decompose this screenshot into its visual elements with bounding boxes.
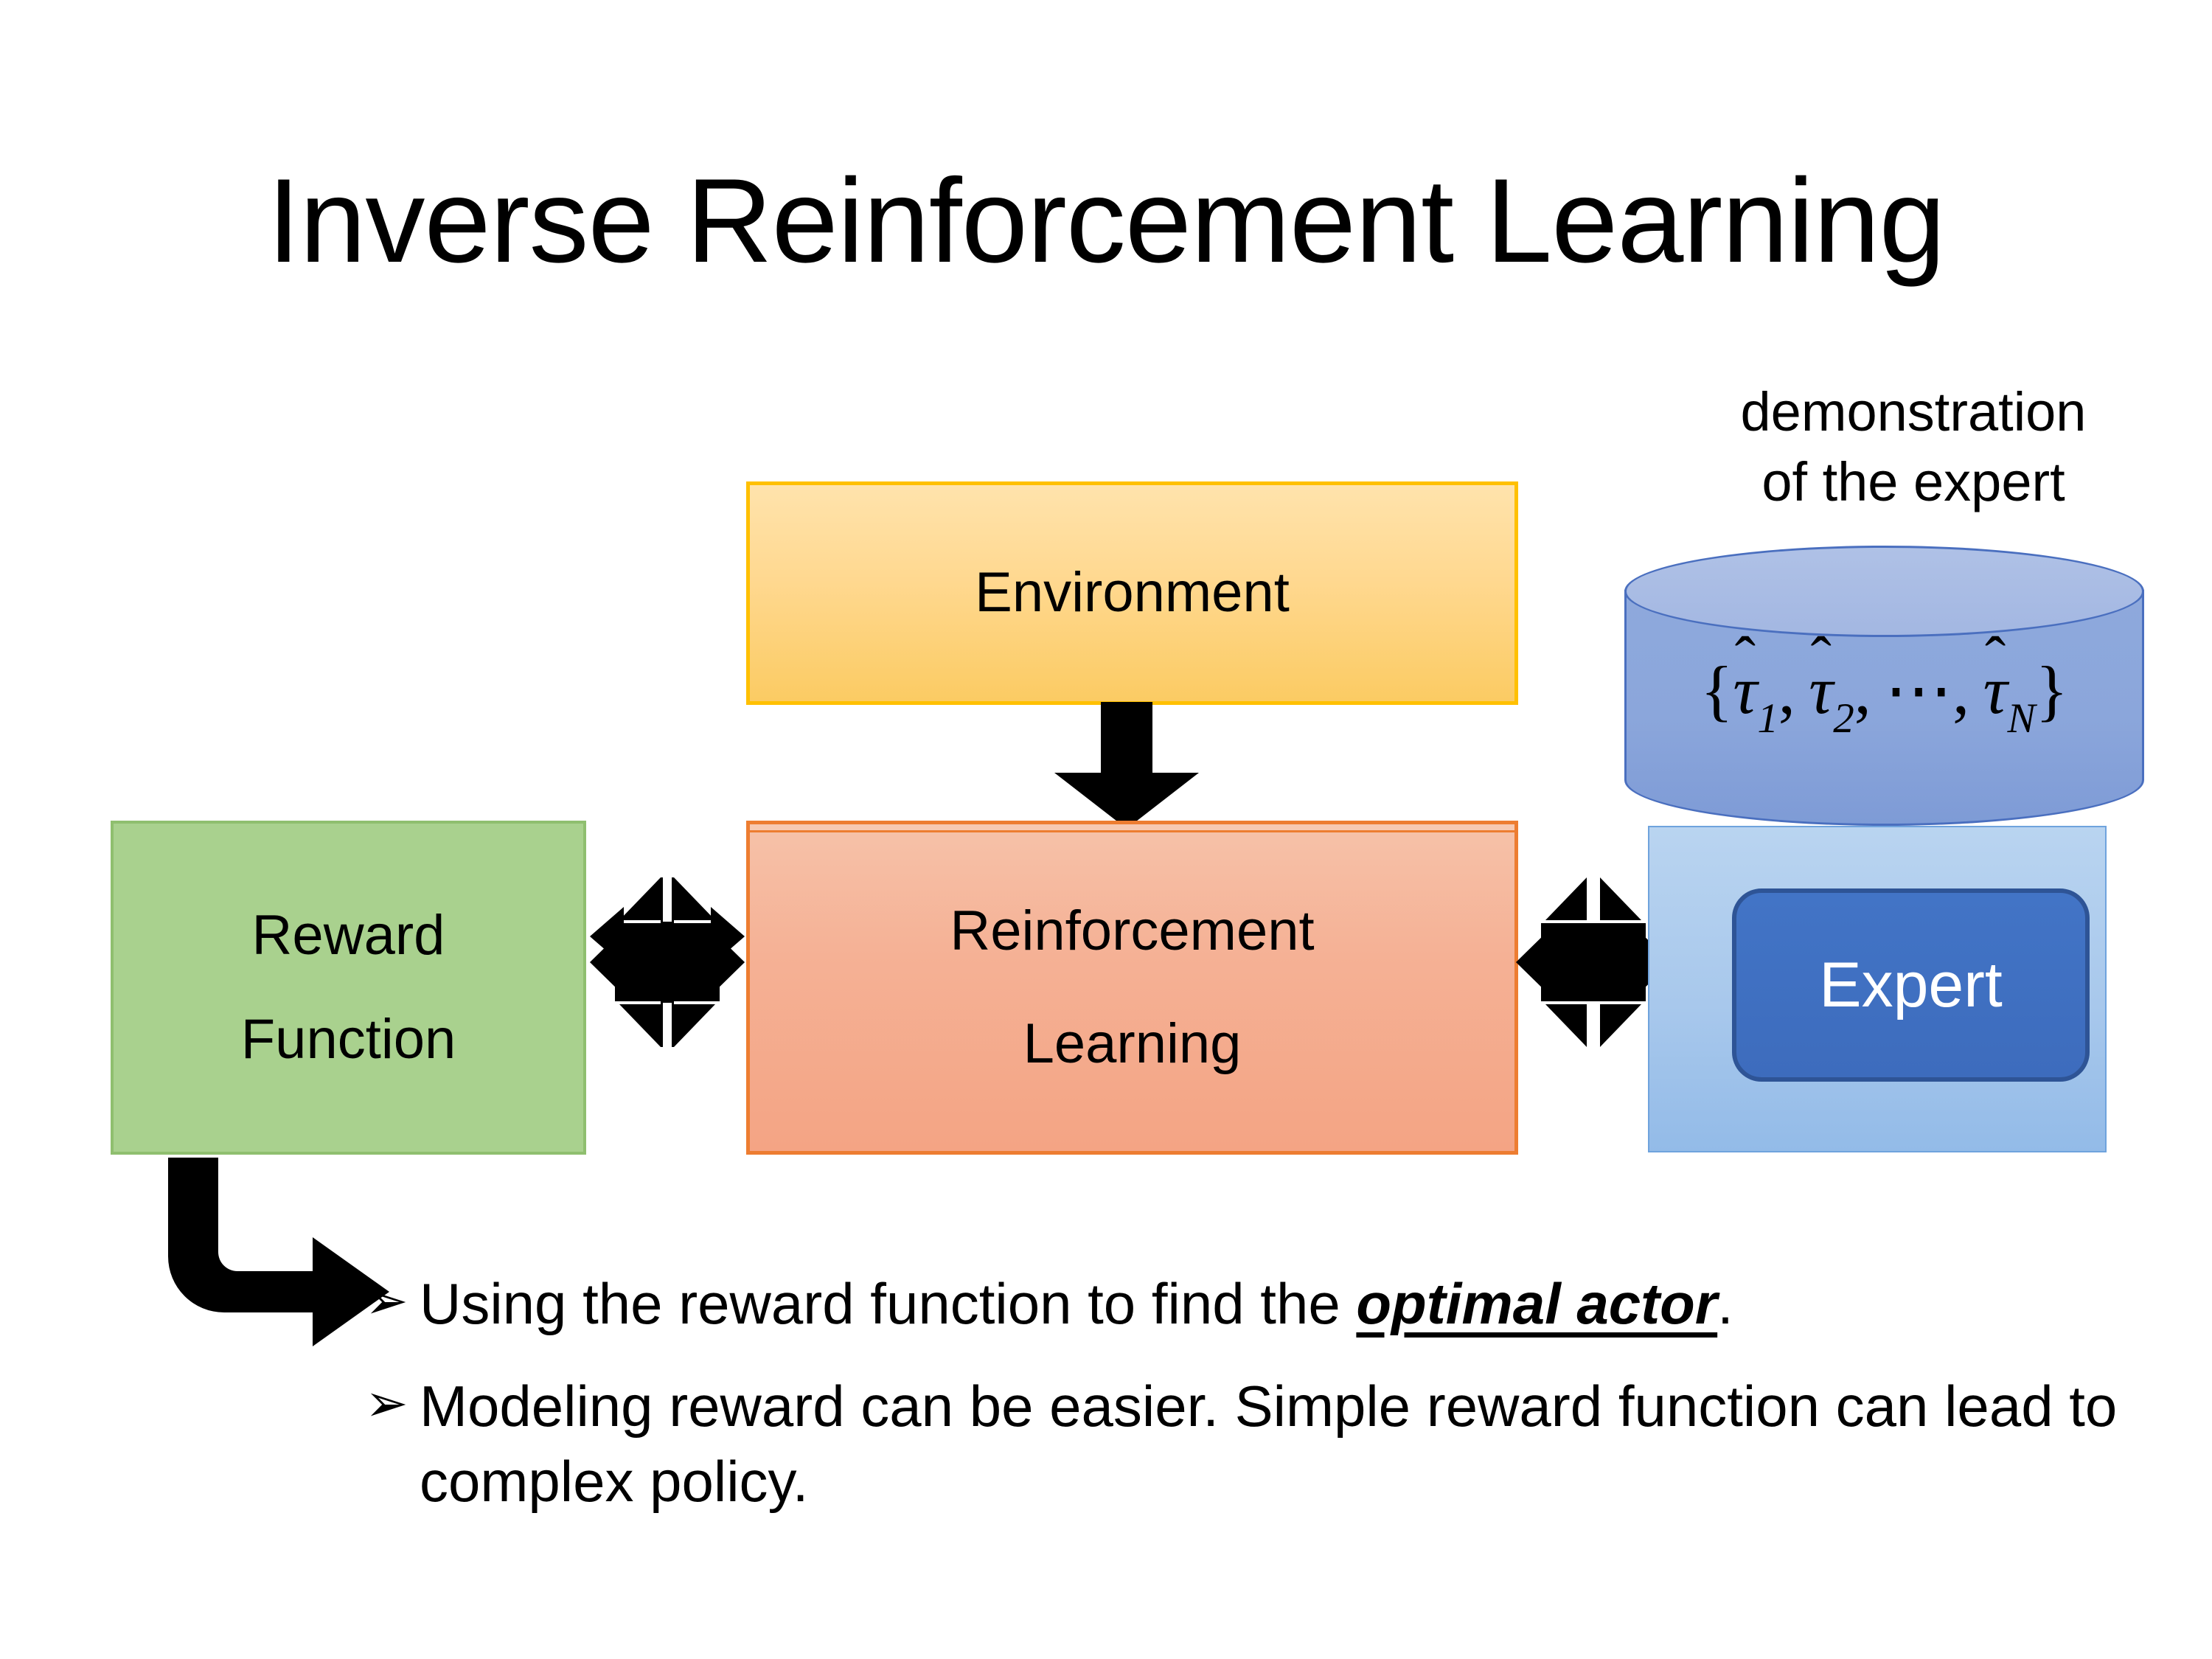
bullet-list: ➢ Using the reward function to find the … (365, 1267, 2120, 1547)
tau-hat-n: τ̂ (1983, 656, 2008, 724)
bullet-text-1: Using the reward function to find the op… (420, 1267, 2120, 1341)
expert-label: Expert (1819, 949, 2003, 1020)
environment-box[interactable]: Environment (746, 481, 1518, 705)
tau-hat-2: τ̂ (1809, 656, 1833, 724)
environment-label: Environment (975, 561, 1290, 625)
bullet-1-emphasis: optimal actor (1356, 1271, 1718, 1336)
demonstration-caption-line1: demonstration (1740, 381, 2087, 442)
formula-ellipsis: ⋯ (1885, 653, 1953, 728)
cylinder-top-ellipse (1624, 546, 2144, 637)
formula-close-brace: } (2035, 653, 2068, 728)
tau-symbol-2: τ (1809, 653, 1834, 728)
list-item: ➢ Modeling reward can be easier. Simple … (365, 1369, 2120, 1519)
tau-symbol-1: τ (1733, 653, 1758, 728)
tau-subscript-1: 1 (1757, 695, 1778, 742)
page-title: Inverse Reinforcement Learning (267, 154, 1945, 288)
formula-comma-2: , (1854, 653, 1871, 728)
bent-arrow-icon (168, 1158, 389, 1346)
tau-symbol-n: τ (1983, 653, 2008, 728)
bullet-1-text-after: . (1717, 1271, 1733, 1336)
tau-hat-1: τ̂ (1733, 656, 1757, 724)
bullet-1-text-before: Using the reward function to find the (420, 1271, 1357, 1336)
tau-subscript-n: N (2007, 695, 2036, 742)
bullet-arrowhead-icon: ➢ (365, 1272, 408, 1329)
tau-subscript-2: 2 (1833, 695, 1854, 742)
bullet-arrowhead-icon: ➢ (365, 1374, 408, 1433)
four-way-arrow-icon-left (590, 877, 745, 1047)
reward-label-line1: Reward (251, 904, 445, 967)
demonstration-caption-line2: of the expert (1761, 451, 2065, 512)
formula-comma-1: , (1778, 653, 1795, 728)
rl-label-line1: Reinforcement (950, 900, 1315, 963)
reward-function-box[interactable]: Reward Function (111, 821, 586, 1155)
rl-label-line2: Learning (1023, 1012, 1242, 1075)
formula-open-brace: { (1700, 653, 1733, 728)
arrow-down-icon (1054, 702, 1199, 829)
four-way-arrow-icon-right (1516, 877, 1671, 1047)
formula-comma-3: , (1952, 653, 1970, 728)
rl-box-top-accent-line (746, 821, 1518, 832)
demonstration-caption: demonstration of the expert (1633, 378, 2194, 517)
reward-label-line2: Function (240, 1007, 456, 1071)
list-item: ➢ Using the reward function to find the … (365, 1267, 2120, 1341)
bullet-text-2: Modeling reward can be easier. Simple re… (420, 1374, 2118, 1514)
demonstration-cylinder[interactable]: {τ̂1, τ̂2, ⋯, τ̂N} (1624, 546, 2144, 841)
expert-button[interactable]: Expert (1732, 888, 2090, 1082)
trajectory-set-formula: {τ̂1, τ̂2, ⋯, τ̂N} (1624, 653, 2144, 740)
reinforcement-learning-box[interactable]: Reinforcement Learning (746, 821, 1518, 1155)
